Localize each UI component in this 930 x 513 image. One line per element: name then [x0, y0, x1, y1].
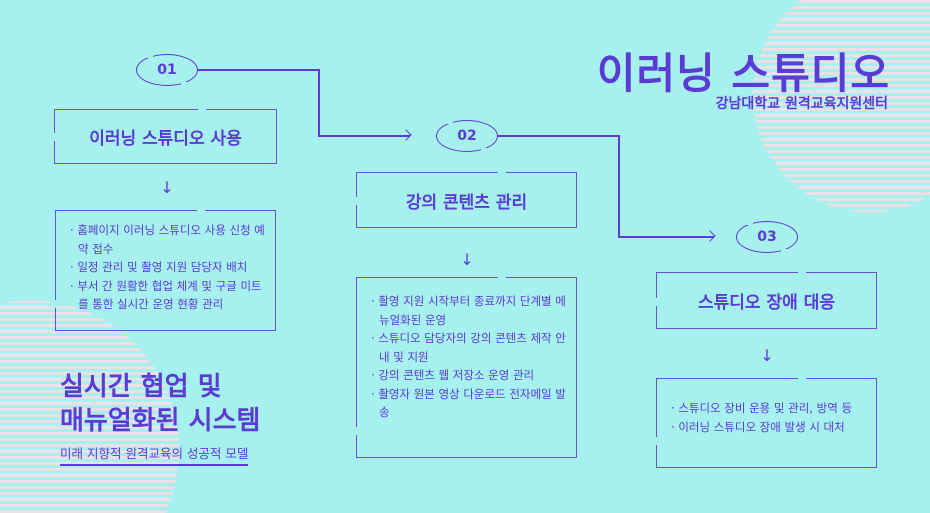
- list-item: 이러닝 스튜디오 장애 발생 시 대처: [671, 418, 866, 437]
- list-item: 촬영 지원 시작부터 종료까지 단계별 메뉴얼화된 운영: [371, 292, 566, 329]
- connector-line: [618, 135, 620, 237]
- tagline-sub: 미래 지향적 원격교육의 성공적 모델: [60, 443, 249, 466]
- list-item: 스튜디오 담당자의 강의 콘텐츠 제작 안내 및 지원: [371, 329, 566, 366]
- connector-line: [318, 69, 320, 137]
- step-number-02: 02: [436, 118, 498, 154]
- connector-line: [198, 69, 319, 71]
- decorative-circle-top-right: [752, 0, 930, 215]
- list-item: 홈페이지 이러닝 스튜디오 사용 신청 예약 접수: [70, 221, 265, 258]
- connector-line: [498, 135, 619, 137]
- connector-line: [318, 135, 410, 137]
- step-title-03: 스튜디오 장애 대응: [654, 270, 877, 329]
- step-content-03: 스튜디오 장비 운용 및 관리, 방역 등 이러닝 스튜디오 장애 발생 시 대…: [654, 376, 877, 468]
- step-number-03: 03: [736, 219, 798, 255]
- list-item: 일정 관리 및 촬영 지원 담당자 배치: [70, 258, 265, 277]
- step-number-01: 01: [136, 52, 198, 88]
- connector-line: [618, 236, 714, 238]
- arrow-right-icon: [704, 230, 716, 242]
- list-item: 촬영자 원본 영상 다운로드 전자메일 발송: [371, 385, 566, 422]
- arrow-down-icon: ↓: [460, 250, 474, 269]
- arrow-down-icon: ↓: [760, 346, 774, 365]
- list-item: 강의 콘텐츠 웹 저장소 운영 관리: [371, 366, 566, 385]
- arrow-right-icon: [400, 129, 412, 141]
- step-title-01: 이러닝 스튜디오 사용: [52, 107, 277, 164]
- step-content-02: 촬영 지원 시작부터 종료까지 단계별 메뉴얼화된 운영 스튜디오 담당자의 강…: [354, 275, 577, 458]
- page-title: 이러닝 스튜디오: [596, 49, 890, 98]
- arrow-down-icon: ↓: [160, 178, 174, 197]
- list-item: 부서 간 원활한 협업 체계 및 구글 미트를 통한 실시간 운영 현황 관리: [70, 277, 265, 314]
- tagline-line1: 실시간 협업 및: [60, 372, 222, 402]
- tagline-line2: 매뉴얼화된 시스템: [60, 406, 261, 436]
- step-title-02: 강의 콘텐츠 관리: [354, 170, 577, 228]
- step-content-01: 홈페이지 이러닝 스튜디오 사용 신청 예약 접수 일정 관리 및 촬영 지원 …: [53, 208, 276, 331]
- page-subtitle: 강남대학교 원격교육지원센터: [715, 96, 888, 112]
- list-item: 스튜디오 장비 운용 및 관리, 방역 등: [671, 399, 866, 418]
- decorative-circle-bottom-left: [0, 300, 180, 513]
